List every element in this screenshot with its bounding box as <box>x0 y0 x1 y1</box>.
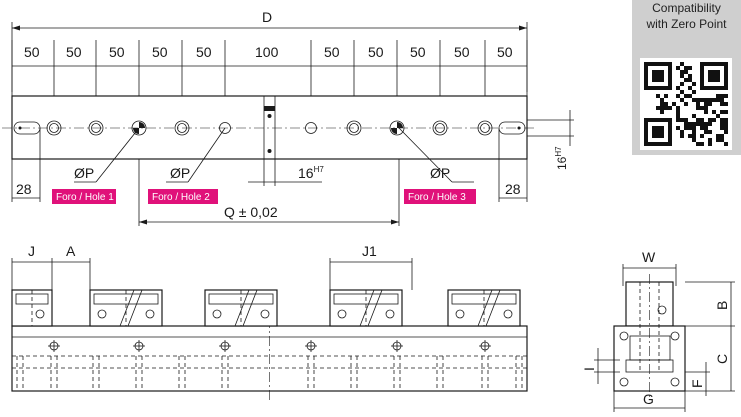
top-hole <box>46 120 62 136</box>
dim-I: I <box>581 367 597 371</box>
tag-hole-3-text: Foro / Hole 3 <box>408 192 466 203</box>
spacing-label: 50 <box>24 44 40 60</box>
spacing-label: 50 <box>66 44 82 60</box>
top-hole <box>219 122 231 134</box>
spacing-label: 50 <box>109 44 125 60</box>
dim-W: W <box>642 249 656 265</box>
top-hole <box>88 120 104 136</box>
side-view: W B C F I G <box>581 249 735 412</box>
spacing-label: 50 <box>152 44 168 60</box>
dim-edge-right: 28 <box>505 181 521 197</box>
top-view: D 50 50 50 50 50 100 50 50 50 50 50 <box>2 9 574 226</box>
dim-height-tol: 16H7 <box>554 146 569 170</box>
top-hole <box>305 122 317 134</box>
height-tol-tolerance: H7 <box>554 146 563 157</box>
front-view: J A J1 <box>11 243 528 400</box>
height-tol-value: 16 <box>555 156 569 170</box>
dim-C: C <box>714 354 730 364</box>
dim-J: J <box>28 243 35 259</box>
dim-A: A <box>66 243 76 259</box>
badge-text: Compatibility with Zero Point <box>632 0 741 32</box>
spacing-label: 50 <box>324 44 340 60</box>
top-hole <box>477 120 493 136</box>
clamp-module <box>329 289 403 327</box>
tag-hole-2-text: Foro / Hole 2 <box>152 192 210 203</box>
clamp-module <box>447 289 521 327</box>
slot-width-value: 16 <box>298 165 314 181</box>
qr-code-icon[interactable] <box>640 58 732 150</box>
phi-label-1: ØP <box>74 165 94 181</box>
clamp-module <box>204 289 278 327</box>
clamp-module <box>89 289 163 327</box>
spacing-label: 50 <box>497 44 513 60</box>
dim-Q: Q ± 0,02 <box>224 204 278 220</box>
dim-J1: J1 <box>362 243 377 259</box>
dim-G: G <box>643 391 654 407</box>
top-hole <box>346 120 362 136</box>
spacing-label: 50 <box>454 44 470 60</box>
dim-edge-left: 28 <box>16 181 32 197</box>
tag-hole-3: Foro / Hole 3 <box>404 189 476 204</box>
tag-hole-1-text: Foro / Hole 1 <box>56 192 114 203</box>
phi-label-3: ØP <box>430 165 450 181</box>
tag-hole-1: Foro / Hole 1 <box>52 189 116 204</box>
badge-line-1: Compatibility <box>652 1 721 15</box>
badge-line-2: with Zero Point <box>646 17 727 31</box>
top-hole <box>432 120 448 136</box>
spacing-label: 100 <box>255 44 279 60</box>
zero-point-badge: Compatibility with Zero Point <box>632 0 741 155</box>
spacing-label: 50 <box>368 44 384 60</box>
spacing-label: 50 <box>196 44 212 60</box>
dim-D: D <box>262 9 272 25</box>
dim-B: B <box>714 301 730 310</box>
dim-F: F <box>689 379 705 388</box>
slot-width-tolerance: H7 <box>314 165 325 174</box>
top-hole <box>131 120 147 136</box>
spacing-label: 50 <box>410 44 426 60</box>
top-hole <box>174 120 190 136</box>
tag-hole-2: Foro / Hole 2 <box>148 189 218 204</box>
top-hole <box>389 120 405 136</box>
phi-label-2: ØP <box>170 165 190 181</box>
clamp-module <box>11 289 53 327</box>
dim-slot-width: 16H7 <box>298 165 324 181</box>
